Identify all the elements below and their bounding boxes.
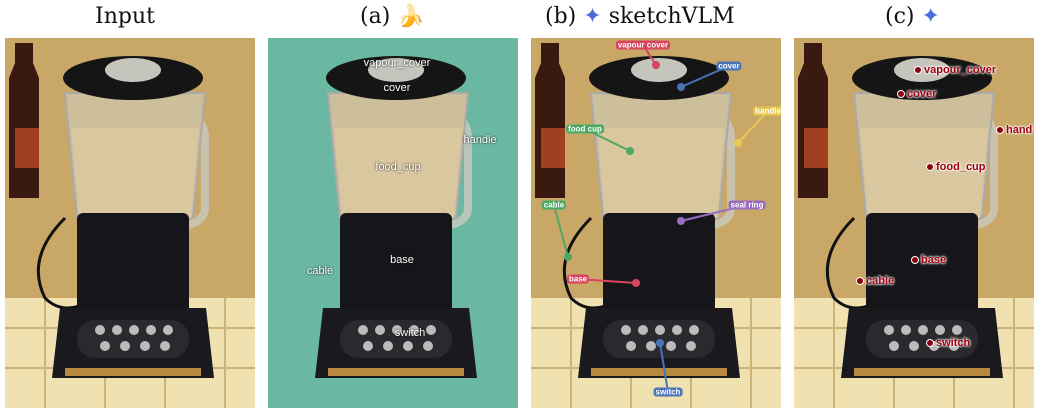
input-photo [5, 38, 258, 408]
point-marker [897, 90, 905, 98]
point-marker [996, 126, 1004, 134]
part-label: vapour_cover [924, 64, 997, 76]
part-label: base [921, 254, 947, 266]
part-label: seal ring [728, 200, 766, 210]
point-marker [926, 163, 934, 171]
part-label: handle [463, 134, 497, 146]
pointer-dot [632, 279, 640, 287]
part-label: switch [936, 337, 971, 349]
sparkle-icon: ✦ [921, 4, 940, 29]
blender-image [531, 38, 781, 408]
point-marker [926, 339, 934, 347]
blender-image [268, 38, 518, 408]
blender-image [794, 38, 1034, 408]
part-label: cover [716, 61, 742, 71]
part-label: food_cup [936, 161, 986, 173]
part-label: cable [541, 200, 567, 210]
title-a: (a) 🍌 [360, 4, 425, 29]
pointer-dot [677, 217, 685, 225]
pointer-dot [734, 139, 742, 147]
part-label: cable [306, 265, 334, 277]
part-label: hand [1006, 124, 1033, 136]
blender-image [5, 38, 255, 408]
title-input: Input [95, 4, 155, 29]
panel-b-sketchvlm: vapour cover cover handle food cup cable seal… [531, 38, 781, 408]
banana-icon: 🍌 [397, 4, 425, 29]
title-c-label: (c) [885, 4, 915, 29]
part-label: switch [653, 387, 683, 397]
pointer-dot [656, 339, 664, 347]
part-label: base [566, 274, 590, 284]
pointer-dot [626, 147, 634, 155]
pointer-dot [564, 253, 572, 261]
part-label: food_cup [375, 161, 421, 173]
pointer-dot [652, 61, 660, 69]
sparkle-icon: ✦ [583, 4, 602, 29]
title-b-label: (b) [545, 4, 577, 29]
panel-a-generated-image: vapour_cover cover handle food_cup base … [268, 38, 525, 408]
title-c: (c) ✦ [885, 4, 940, 29]
point-marker [911, 256, 919, 264]
part-label: switch [394, 327, 426, 339]
point-marker [914, 66, 922, 74]
pointer-lines [553, 44, 769, 393]
part-label: cover [907, 88, 937, 100]
part-label: vapour_cover [363, 57, 431, 69]
part-label: vapour cover [615, 40, 671, 50]
part-label: handle [753, 106, 781, 116]
title-b-name: sketchVLM [608, 4, 735, 29]
part-label: cover [383, 82, 411, 94]
pointer-dot [677, 83, 685, 91]
title-a-label: (a) [360, 4, 391, 29]
part-label: base [390, 254, 414, 266]
part-label: food cup [566, 124, 604, 134]
part-label: cable [866, 275, 895, 287]
title-b: (b) ✦ sketchVLM [545, 4, 735, 29]
point-marker [856, 277, 864, 285]
